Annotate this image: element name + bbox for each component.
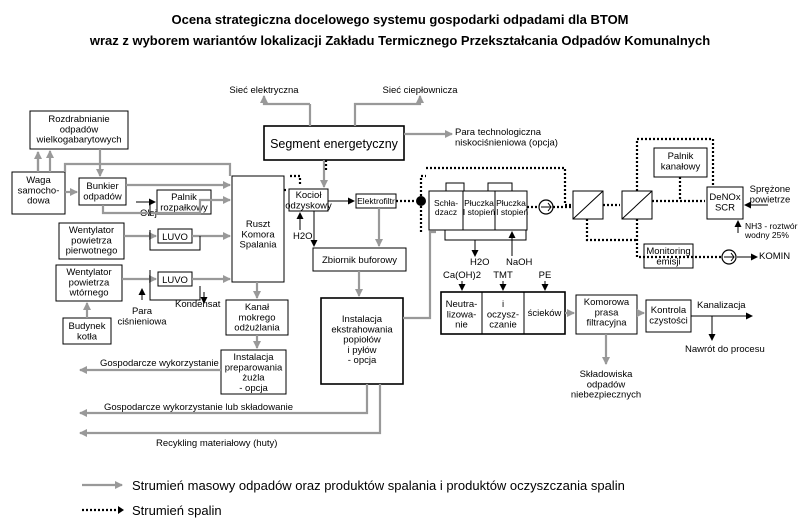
junction-dot: [416, 196, 426, 206]
output-gospodarcze-2: Gospodarcze wykorzystanie lub składowani…: [104, 402, 293, 413]
label-tmt: TMT: [493, 270, 513, 281]
heat-exchanger-2: [621, 190, 653, 220]
label-kondensat: Kondensat: [175, 299, 221, 310]
svg-text:Elektrofiltr: Elektrofiltr: [357, 196, 395, 206]
svg-text:LUVO: LUVO: [162, 275, 188, 286]
label-nawrot: Nawrót do procesu: [685, 344, 765, 355]
legend-flue: Strumień spalin: [132, 503, 222, 518]
label-caoh2: Ca(OH)2: [443, 270, 481, 281]
legend-mass: Strumień masowy odpadów oraz produktów s…: [132, 478, 625, 493]
node-luvo-1: LUVO: [157, 228, 193, 244]
label-h2o-left: H2O: [293, 231, 313, 242]
control-lines: [136, 182, 768, 341]
flue-gas-lines: [284, 137, 722, 259]
label-siec-elektryczna: Sieć elektryczna: [229, 85, 299, 96]
heat-exchanger-1: [572, 190, 604, 220]
label-kanalizacja: Kanalizacja: [697, 300, 746, 311]
fan-icon: [538, 199, 554, 215]
label-komin: KOMIN: [759, 251, 790, 262]
svg-text:Neutra-lizowa-nie: Neutra-lizowa-nie: [446, 299, 478, 331]
svg-text:Zbiornik buforowy: Zbiornik buforowy: [322, 255, 397, 266]
legend: Strumień masowy odpadów oraz produktów s…: [82, 478, 625, 518]
label-naoh: NaOH: [506, 257, 533, 268]
node-schladzacz: Schła-dzacz: [428, 190, 464, 231]
node-segment-energetyczny: Segment energetyczny: [263, 125, 405, 161]
fan-icon: [721, 249, 737, 265]
output-recykling: Recykling materiałowy (huty): [156, 438, 277, 449]
label-pe: PE: [539, 270, 552, 281]
output-gospodarcze-1: Gospodarcze wykorzystanie: [100, 358, 219, 369]
svg-text:Segment energetyczny: Segment energetyczny: [270, 137, 399, 151]
node-luvo-2: LUVO: [157, 271, 193, 287]
svg-text:Schła-dzacz: Schła-dzacz: [434, 198, 458, 217]
label-h2o-right: H2O: [470, 257, 490, 268]
svg-text:LUVO: LUVO: [162, 232, 188, 243]
mass-flow-lines: [34, 95, 645, 437]
node-elektrofiltr: Elektrofiltr: [355, 193, 397, 209]
title-line-2: wraz z wyborem wariantów lokalizacji Zak…: [89, 33, 710, 48]
title-line-1: Ocena strategiczna docelowego systemu go…: [171, 12, 628, 27]
label-siec-cieplownicza: Sieć ciepłownicza: [383, 85, 459, 96]
svg-text:ścieków: ścieków: [528, 308, 562, 319]
node-zbiornik: Zbiornik buforowy: [312, 247, 407, 272]
